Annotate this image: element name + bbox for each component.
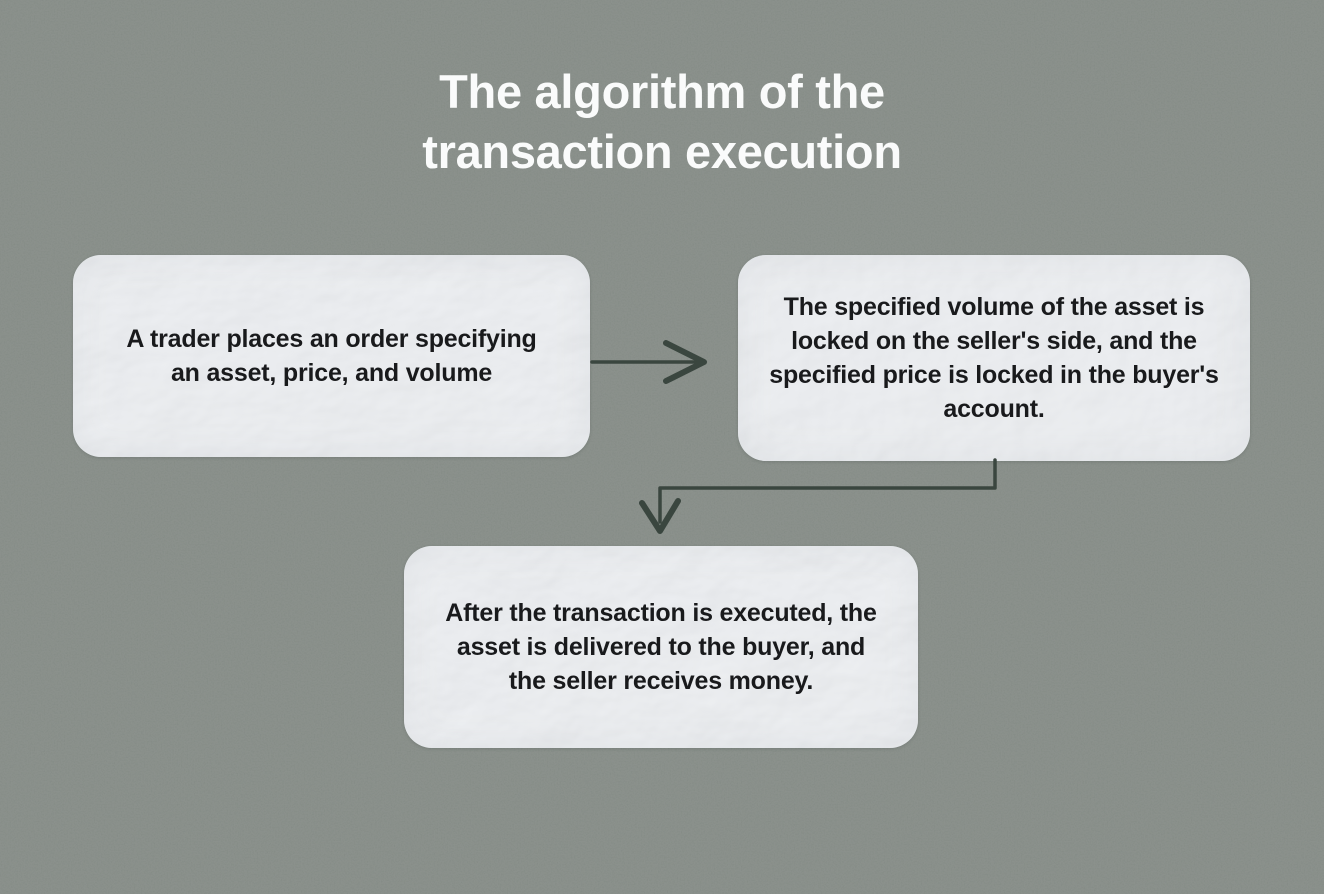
- title-line-1: The algorithm of the: [439, 65, 885, 118]
- step-card-settlement: After the transaction is executed, the a…: [404, 546, 918, 748]
- arrow-line-step2-to-step3: [658, 458, 997, 524]
- arrow-head-down-icon: [639, 498, 681, 534]
- step-card-lock-funds: The specified volume of the asset is loc…: [738, 255, 1250, 461]
- step-text-settlement: After the transaction is executed, the a…: [445, 599, 877, 695]
- step-text-lock-funds: The specified volume of the asset is loc…: [769, 293, 1219, 423]
- arrow-head-right-icon: [663, 340, 707, 384]
- step-card-place-order: A trader places an order specifying an a…: [73, 255, 590, 457]
- step-text-place-order: A trader places an order specifying an a…: [126, 325, 537, 387]
- title-line-2: transaction execution: [422, 125, 902, 178]
- page-title: The algorithm of the transaction executi…: [0, 62, 1324, 182]
